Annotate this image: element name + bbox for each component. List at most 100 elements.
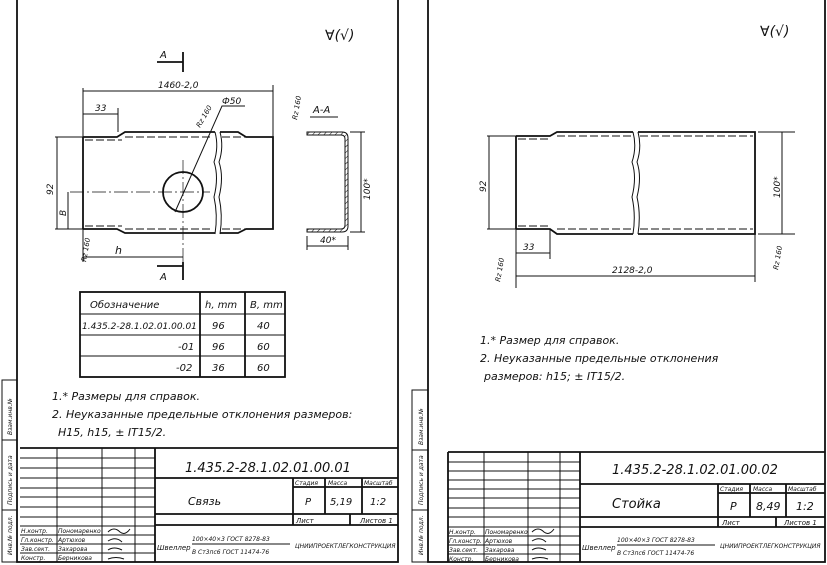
side-label-inv: Инв.№ подл. <box>418 515 425 555</box>
dim-offset: 33 <box>523 243 535 253</box>
note-2: 2. Неуказанные предельные отклонения <box>480 352 719 365</box>
person: Артюхов <box>484 538 513 545</box>
stage-label: Стадия <box>295 480 318 487</box>
roughness-rz-2: Rz 160 <box>772 245 784 271</box>
roughness-rz-1: Rz 160 <box>195 104 214 129</box>
person: Пономаренко <box>58 528 101 535</box>
role: Констр. <box>21 555 45 562</box>
title-block-2: 1.435.2-28.1.02.01.00.02 Стойка Стадия М… <box>447 451 825 563</box>
mass-label: Масса <box>753 486 772 493</box>
person: Берникова <box>485 556 519 563</box>
material-bottom: В Ст3пс6 ГОСТ 11474-76 <box>192 549 269 556</box>
scale-label: Масштаб <box>788 486 817 493</box>
section-a-a: А-А 100* 40* <box>306 105 373 250</box>
table-cell: 60 <box>257 363 270 374</box>
sheets-label: Листов 1 <box>783 519 817 527</box>
table-header-h: h, mm <box>205 300 237 311</box>
role: Гл.констр. <box>21 537 54 544</box>
role: Зав.сект. <box>21 546 50 553</box>
mass-label: Масса <box>328 480 347 487</box>
mass-value: 8,49 <box>756 500 781 513</box>
note-2-cont: H15, h15, ± IT15/2. <box>58 426 166 439</box>
organization: ЦНИИПРОЕКТЛЕГКОНСТРУКЦИЯ <box>720 543 821 550</box>
person: Артюхов <box>57 537 86 544</box>
sheet-label: Лист <box>721 519 741 527</box>
note-1: 1.* Размер для справок. <box>480 334 619 347</box>
sheet-1: Инв.№ подл. Подпись и дата Взам.инв.№ ∀(… <box>1 0 399 563</box>
spec-table: Обозначение h, mm B, mm 1.435.2-28.1.02.… <box>79 291 286 378</box>
person: Пономаренко <box>485 529 528 536</box>
table-cell: 40 <box>257 321 270 332</box>
stage-label: Стадия <box>720 486 743 493</box>
note-1: 1.* Размеры для справок. <box>52 390 200 403</box>
part-view-stoika: 92 100* 33 2128-2,0 Rz 160 Rz 160 <box>479 131 795 288</box>
sheet-2-side-strip: Инв.№ подл. Подпись и дата Взам.инв.№ <box>411 389 429 563</box>
material-prefix: Швеллер <box>157 544 191 552</box>
roughness-rz-2: Rz 160 <box>291 95 303 121</box>
sheets-label: Листов 1 <box>359 517 393 525</box>
title-block-1: 1.435.2-28.1.02.01.00.01 Связь Стадия Ма… <box>20 447 398 562</box>
table-header-b: B, mm <box>250 300 283 311</box>
drawing-code: 1.435.2-28.1.02.01.00.01 <box>185 461 351 476</box>
stage-value: Р <box>305 497 312 508</box>
side-label-replace: Взам.инв.№ <box>418 408 425 445</box>
note-2: 2. Неуказанные предельные отклонения раз… <box>52 408 352 421</box>
person: Берникова <box>58 555 92 562</box>
mass-value: 5,19 <box>330 497 352 508</box>
side-label-replace: Взам.инв.№ <box>7 398 14 435</box>
table-cell: -01 <box>178 342 194 353</box>
table-cell: 96 <box>212 342 225 353</box>
organization: ЦНИИПРОЕКТЛЕГКОНСТРУКЦИЯ <box>295 543 396 550</box>
dim-flange: 40* <box>320 236 336 246</box>
signatures <box>107 528 131 560</box>
section-mark-top: А <box>159 50 167 61</box>
dim-height: 92 <box>479 180 489 192</box>
person: Захарова <box>58 546 88 553</box>
role: Н.контр. <box>449 529 476 536</box>
material-top: 100×40×3 ГОСТ 8278-83 <box>617 537 695 544</box>
notes-2: 1.* Размер для справок. 2. Неуказанные п… <box>480 334 719 383</box>
dim-length: 2128-2,0 <box>612 266 653 276</box>
material-bottom: В Ст3пс6 ГОСТ 11474-76 <box>617 550 694 557</box>
role: Зав.сект. <box>449 547 478 554</box>
dim-height: 92 <box>46 183 56 195</box>
section-mark-bottom: А <box>159 272 167 283</box>
signatures <box>531 528 555 560</box>
table-cell: 36 <box>212 363 225 374</box>
dim-depth: 100* <box>773 176 783 198</box>
dim-length: 1460-2,0 <box>158 81 199 91</box>
dim-h: h <box>115 244 122 257</box>
part-name: Связь <box>188 495 221 508</box>
dim-hole: Ф50 <box>222 97 241 107</box>
roughness-symbol: ∀(√) <box>325 28 354 44</box>
person: Захарова <box>485 547 515 554</box>
sheet-2: Инв.№ подл. Подпись и дата Взам.инв.№ ∀(… <box>411 0 826 563</box>
sheet-label: Лист <box>295 517 315 525</box>
dim-b: B <box>59 210 69 216</box>
table-cell: -02 <box>176 363 192 374</box>
table-cell: 96 <box>212 321 225 332</box>
material-top: 100×40×3 ГОСТ 8278-83 <box>192 536 270 543</box>
side-label-sign: Подпись и дата <box>418 455 425 505</box>
dim-depth: 100* <box>363 178 373 200</box>
sheet-1-frame <box>16 0 399 563</box>
scale-value: 1:2 <box>370 497 386 508</box>
sheet-2-frame <box>427 0 826 563</box>
role: Констр. <box>449 556 473 563</box>
table-header-designation: Обозначение <box>90 299 159 311</box>
side-label-sign: Подпись и дата <box>7 455 14 505</box>
role: Н.контр. <box>21 528 48 535</box>
roughness-rz-3: Rz 160 <box>80 237 92 263</box>
section-title: А-А <box>312 105 330 116</box>
side-label-inv: Инв.№ подл. <box>7 515 14 555</box>
part-name: Стойка <box>612 497 661 512</box>
roughness-rz-1: Rz 160 <box>494 257 506 283</box>
material-prefix: Швеллер <box>582 544 616 552</box>
drawing-code: 1.435.2-28.1.02.01.00.02 <box>612 463 778 478</box>
scale-label: Масштаб <box>364 480 393 487</box>
table-cell: 60 <box>257 342 270 353</box>
note-2-cont: размеров: h15; ± IT15/2. <box>483 370 625 383</box>
notes: 1.* Размеры для справок. 2. Неуказанные … <box>52 390 352 439</box>
scale-value: 1:2 <box>796 500 814 513</box>
